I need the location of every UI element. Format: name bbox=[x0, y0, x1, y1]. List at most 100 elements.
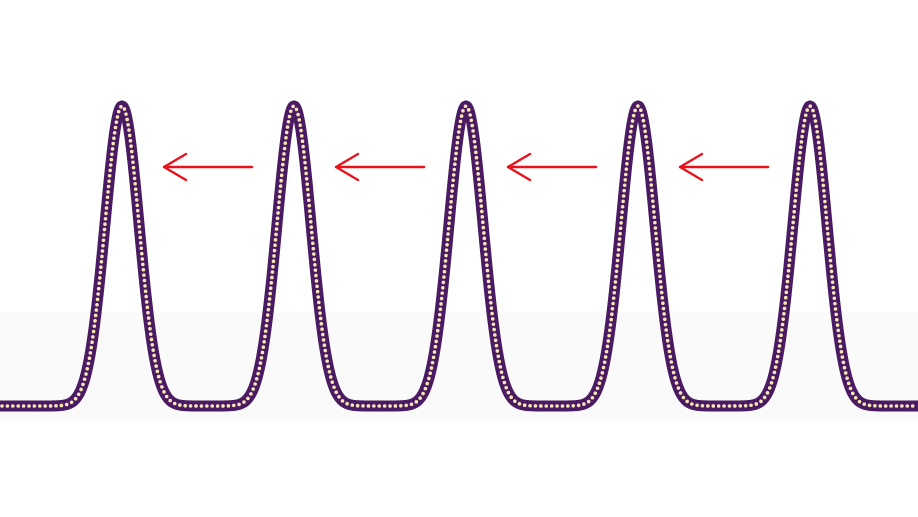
wave-dot bbox=[836, 328, 841, 333]
wave-dot bbox=[128, 139, 133, 143]
wave-dot bbox=[119, 104, 123, 109]
wave-dot bbox=[473, 145, 478, 149]
wave-dot bbox=[789, 242, 793, 246]
wave-dot bbox=[27, 404, 31, 408]
wave-dot bbox=[427, 376, 431, 381]
wave-dot bbox=[451, 173, 456, 177]
wave-dot bbox=[825, 226, 830, 231]
wave-dot bbox=[151, 348, 155, 352]
wave-dot bbox=[627, 140, 632, 145]
wave-dot bbox=[315, 289, 320, 294]
wave-dot bbox=[643, 129, 647, 134]
wave-dot bbox=[819, 162, 823, 166]
wave-dot bbox=[786, 269, 791, 273]
wave-dot bbox=[92, 324, 97, 328]
wave-dot bbox=[833, 301, 837, 306]
wave-dot bbox=[326, 364, 331, 369]
wave-dot bbox=[142, 278, 147, 283]
wave-dot bbox=[172, 401, 177, 406]
wave-dot bbox=[818, 156, 823, 161]
wave-dot bbox=[156, 374, 161, 379]
wave-dot bbox=[305, 187, 310, 192]
wave-dot bbox=[226, 404, 231, 408]
wave-dot bbox=[517, 402, 522, 406]
wave-dot bbox=[449, 200, 453, 204]
wave-dot bbox=[489, 306, 494, 310]
wave-dot bbox=[509, 395, 513, 400]
arrow-head bbox=[334, 152, 360, 182]
wave-dot bbox=[268, 291, 272, 296]
wave-dot bbox=[483, 241, 487, 246]
wave-dot bbox=[616, 253, 620, 257]
wave-dot bbox=[905, 404, 910, 408]
wave-dot bbox=[99, 265, 103, 269]
wave-dot bbox=[533, 404, 538, 408]
wave-dot bbox=[653, 220, 657, 225]
wave-dot bbox=[670, 365, 675, 370]
wave-dot bbox=[629, 124, 634, 129]
wave-dot bbox=[660, 296, 665, 300]
wave-dot bbox=[437, 312, 442, 317]
wave-dot bbox=[91, 335, 95, 339]
wave-dot bbox=[539, 404, 543, 408]
wave-dot bbox=[616, 247, 621, 252]
wave-dot bbox=[271, 264, 275, 269]
wave-dot bbox=[778, 338, 783, 343]
wave-dot bbox=[661, 301, 665, 306]
wave-dot bbox=[334, 390, 339, 395]
wave-dot bbox=[783, 295, 788, 300]
wave-dot bbox=[841, 360, 846, 365]
wave-dot bbox=[894, 404, 899, 408]
wave-dot bbox=[862, 402, 867, 406]
wave-dot bbox=[486, 274, 490, 278]
wave-dot bbox=[658, 274, 662, 279]
wave-dot bbox=[141, 262, 145, 267]
wave-dot bbox=[158, 379, 162, 384]
wave-dot bbox=[89, 345, 94, 350]
wave-dot bbox=[644, 134, 648, 139]
wave-dot bbox=[486, 279, 491, 284]
wave-dot bbox=[294, 107, 299, 112]
wave-dot bbox=[840, 355, 845, 359]
wave-dot bbox=[618, 231, 622, 236]
wave-dot bbox=[111, 141, 116, 146]
wave-dot bbox=[104, 206, 109, 210]
wave-dot bbox=[268, 286, 273, 291]
wave-dot bbox=[644, 140, 649, 144]
arrow-head bbox=[506, 152, 532, 182]
wave-dot bbox=[754, 402, 759, 406]
wave-dot bbox=[789, 236, 794, 241]
wave-dot bbox=[448, 205, 453, 209]
wave-dot bbox=[320, 327, 324, 331]
wave-dot bbox=[59, 403, 64, 408]
wave-dot bbox=[105, 200, 109, 205]
wave-dot bbox=[328, 375, 333, 379]
wave-dot bbox=[878, 404, 883, 408]
wave-dot bbox=[845, 376, 849, 380]
wave-dot bbox=[143, 289, 148, 294]
wave-dot bbox=[783, 301, 787, 305]
wave-dot bbox=[242, 400, 246, 404]
wave-dot bbox=[659, 285, 663, 289]
wave-dot bbox=[681, 395, 686, 400]
arrow-head bbox=[678, 152, 704, 182]
wave-dot bbox=[837, 339, 842, 343]
wave-dot bbox=[662, 312, 666, 316]
wave-dot bbox=[263, 329, 268, 333]
wave-dot bbox=[826, 231, 830, 236]
wave-dot bbox=[656, 253, 660, 257]
wave-dot bbox=[306, 193, 311, 197]
wave-dot bbox=[622, 188, 626, 193]
wave-dot bbox=[64, 402, 69, 407]
wave-dot bbox=[275, 221, 279, 226]
wave-dot bbox=[450, 189, 454, 193]
wave-dot bbox=[607, 333, 611, 338]
wave-dot bbox=[629, 129, 633, 134]
wave-dot bbox=[152, 353, 156, 358]
wave-dot bbox=[668, 354, 673, 359]
wave-dot bbox=[488, 295, 493, 300]
wave-dot bbox=[497, 359, 502, 364]
wave-dot bbox=[85, 366, 90, 371]
wave-dot bbox=[124, 112, 128, 116]
wave-dot bbox=[432, 350, 437, 354]
